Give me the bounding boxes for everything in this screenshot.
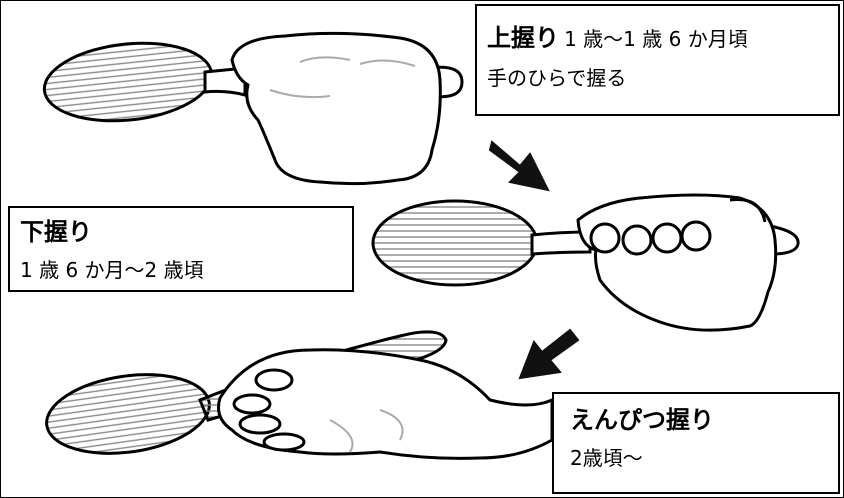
spoon-neck — [530, 230, 592, 256]
lower-grip-label-box: 下握り 1 歳 6 か月～2 歳頃 — [8, 206, 354, 292]
spoon-bowl — [45, 373, 211, 455]
lower-grip-hand-drawing — [371, 193, 800, 332]
lower-grip-title: 下握り — [20, 218, 92, 246]
upper-grip-description: 手のひらで握る — [487, 66, 627, 90]
spoon-neck — [203, 66, 247, 97]
arrow-down-left-icon — [518, 328, 580, 380]
upper-grip-hand-drawing — [42, 31, 464, 186]
spoon-bowl — [42, 41, 214, 123]
upper-grip-age: 1 歳～1 歳 6 か月頃 — [564, 27, 748, 51]
upper-grip-label-box: 上握り 1 歳～1 歳 6 か月頃 手のひらで握る — [475, 4, 840, 116]
spoon-bowl — [371, 199, 539, 287]
pencil-grip-hand-drawing — [45, 330, 554, 460]
pencil-grip-title: えんぴつ握り — [570, 406, 714, 434]
fist — [230, 31, 442, 186]
fist — [576, 193, 778, 332]
lower-grip-age: 1 歳 6 か月～2 歳頃 — [20, 258, 204, 282]
upper-grip-title: 上握り — [487, 24, 559, 52]
arrow-down-right-icon — [488, 140, 550, 192]
pencil-grip-label-box: えんぴつ握り 2歳頃～ — [552, 392, 840, 494]
pencil-grip-age: 2歳頃～ — [570, 446, 643, 470]
